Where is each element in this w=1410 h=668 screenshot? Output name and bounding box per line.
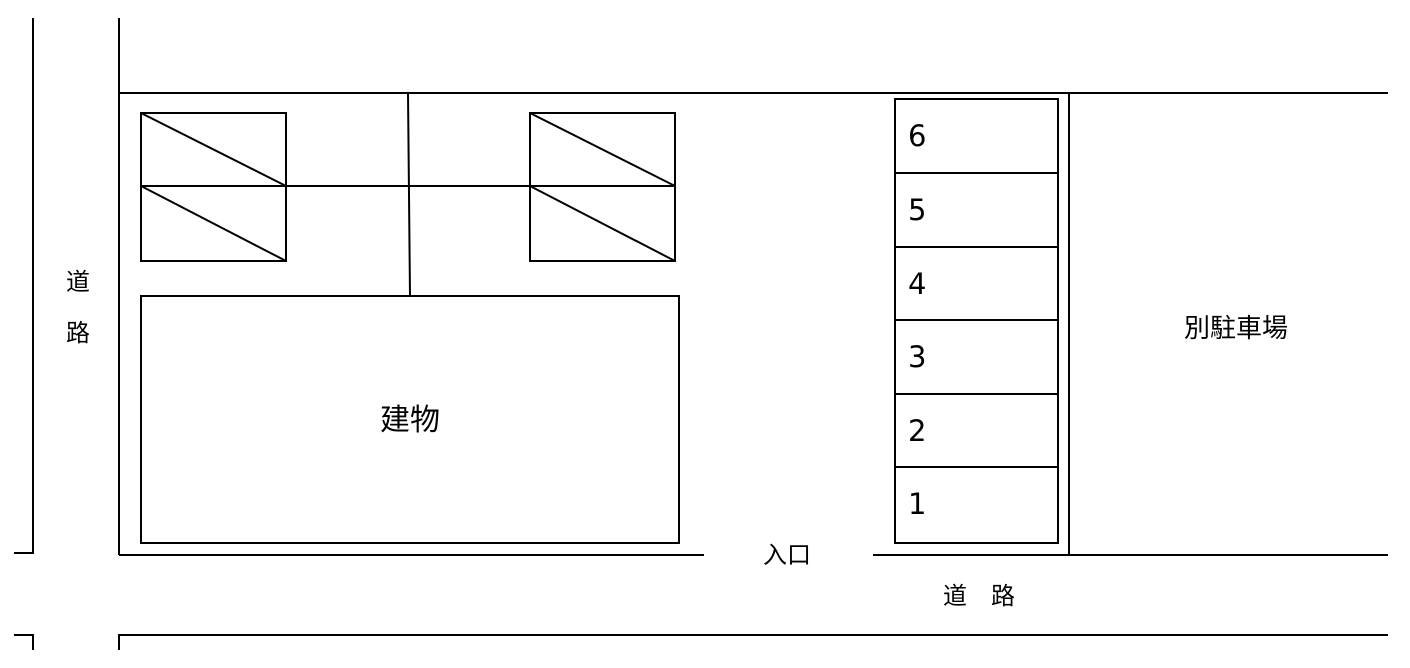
road-left-label-1: 道 xyxy=(66,268,90,296)
parking-space-5: 5 xyxy=(908,193,926,227)
building-label: 建物 xyxy=(380,403,440,438)
entrance-label: 入口 xyxy=(763,541,811,569)
hatched-block-left xyxy=(140,112,287,262)
left-road-edge xyxy=(14,18,34,554)
building xyxy=(140,295,680,544)
parking-space-2: 2 xyxy=(908,414,926,448)
parking-area xyxy=(894,98,1059,544)
road-bottom-label: 道 路 xyxy=(943,582,1015,610)
utility-line-vertical xyxy=(407,92,411,297)
parking-space-4: 4 xyxy=(908,267,926,301)
left-road-edge-bottom xyxy=(14,634,34,650)
bottom-road-edge xyxy=(118,634,1388,650)
parking-space-3: 3 xyxy=(908,340,926,374)
road-left-label-2: 路 xyxy=(66,319,90,347)
parking-space-6: 6 xyxy=(908,119,926,153)
parking-space-1: 1 xyxy=(908,487,926,521)
hatched-block-right xyxy=(529,112,676,262)
separate-parking-label: 別駐車場 xyxy=(1184,314,1288,344)
